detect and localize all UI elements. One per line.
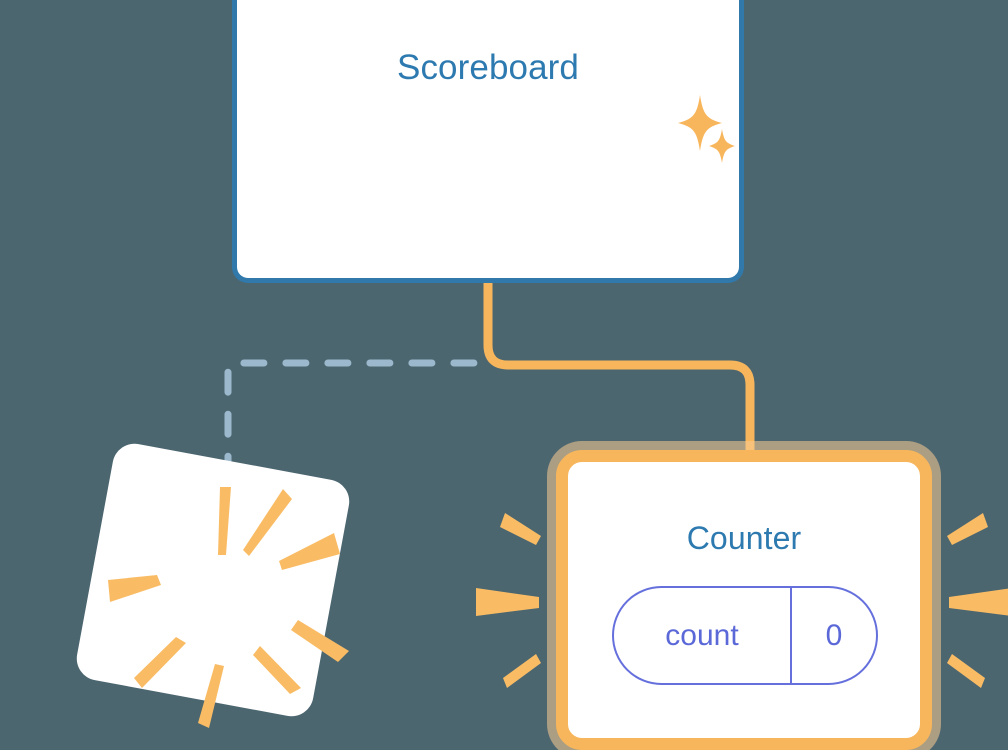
- dashed-connector-path: [224, 286, 492, 474]
- counter-title: Counter: [686, 520, 802, 556]
- counter-state-key: count: [614, 588, 792, 683]
- counter-state-value: 0: [825, 618, 843, 652]
- scoreboard-component-box[interactable]: Scoreboard: [232, 0, 744, 283]
- solid-connector-path: [483, 283, 755, 470]
- burst-rays-counter-left-icon: [476, 513, 541, 688]
- blank-card[interactable]: [73, 440, 353, 720]
- counter-state-pill[interactable]: count 0: [612, 586, 878, 685]
- scoreboard-title: Scoreboard: [397, 48, 579, 87]
- burst-rays-counter-right-icon: [947, 513, 1008, 688]
